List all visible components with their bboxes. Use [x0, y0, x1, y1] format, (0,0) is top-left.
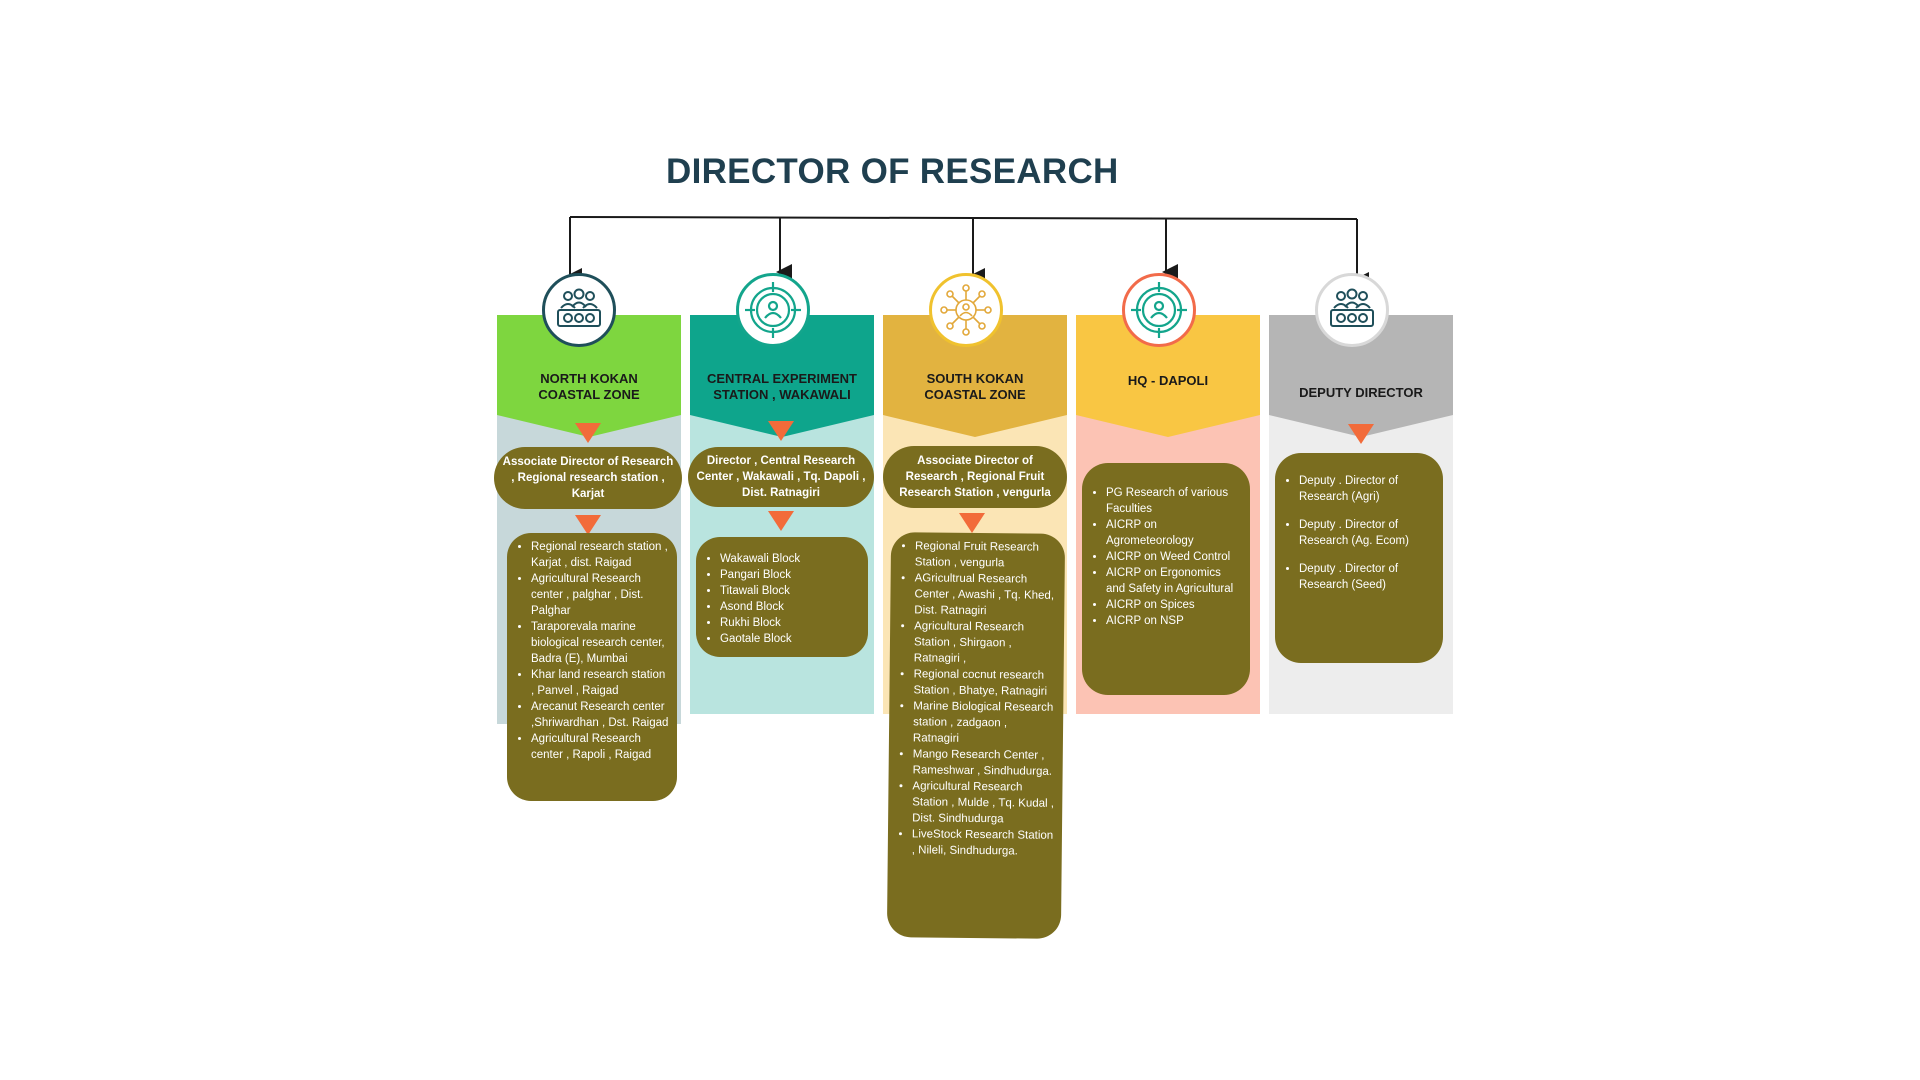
arrow-down-icon — [768, 421, 794, 441]
station-list: Regional Fruit Research Station , vengur… — [886, 532, 1066, 939]
block-list: Wakawali BlockPangari BlockTitawali Bloc… — [696, 537, 868, 657]
head-office-pill: Associate Director of Research , Regiona… — [494, 447, 682, 509]
target-user-icon — [1122, 273, 1196, 347]
list-item: AICRP on Spices — [1106, 597, 1242, 613]
team-icon — [542, 273, 616, 347]
list-item: Agricultural Research center , palghar ,… — [531, 571, 669, 619]
list-item: Deputy . Director of Research (Agri) — [1299, 473, 1435, 505]
arrow-down-icon — [575, 515, 601, 535]
list-item: Marine Biological Research station , zad… — [913, 698, 1055, 747]
head-office-pill: Associate Director of Research , Regiona… — [883, 446, 1067, 508]
column-label: HQ - DAPOLI — [1127, 373, 1209, 388]
list-item: Arecanut Research center ,Shriwardhan , … — [531, 699, 669, 731]
station-list-items: Regional research station , Karjat , dis… — [515, 539, 669, 763]
list-item: Regional Fruit Research Station , vengur… — [915, 538, 1057, 571]
column-label: SOUTH KOKAN COASTAL ZONE — [924, 371, 1026, 402]
station-list: Regional research station , Karjat , dis… — [507, 533, 677, 801]
arrow-down-icon — [768, 511, 794, 531]
list-item: Asond Block — [720, 599, 860, 615]
network-user-icon — [929, 273, 1003, 347]
list-item: Agricultural Research Station , Shirgaon… — [914, 618, 1056, 667]
list-item: AGricultrual Research Center , Awashi , … — [914, 570, 1056, 619]
list-item: Mango Research Center , Rameshwar , Sind… — [913, 746, 1055, 779]
list-item: Agricultural Research center , Rapoli , … — [531, 731, 669, 763]
team-icon — [1315, 273, 1389, 347]
target-user-icon — [736, 273, 810, 347]
list-item: Rukhi Block — [720, 615, 860, 631]
list-item: AICRP on Agrometeorology — [1106, 517, 1242, 549]
page-title: DIRECTOR OF RESEARCH — [666, 152, 1119, 191]
list-item: Khar land research station , Panvel , Ra… — [531, 667, 669, 699]
program-list: PG Research of various FacultiesAICRP on… — [1082, 463, 1250, 695]
column-label: NORTH KOKAN COASTAL ZONE — [538, 371, 640, 402]
list-item: Regional research station , Karjat , dis… — [531, 539, 669, 571]
deputy-list-items: Deputy . Director of Research (Agri) Depu… — [1283, 473, 1435, 593]
connector-horizontal — [569, 216, 1358, 220]
program-list-items: PG Research of various FacultiesAICRP on… — [1090, 485, 1242, 629]
list-item: PG Research of various Faculties — [1106, 485, 1242, 517]
arrow-down-icon — [959, 513, 985, 533]
list-item: Gaotale Block — [720, 631, 860, 647]
column-label: DEPUTY DIRECTOR — [1299, 385, 1423, 400]
list-item: AICRP on Weed Control — [1106, 549, 1242, 565]
head-office-pill: Director , Central Research Center , Wak… — [688, 447, 874, 507]
list-item: Wakawali Block — [720, 551, 860, 567]
list-item: Titawali Block — [720, 583, 860, 599]
list-item: AICRP on NSP — [1106, 613, 1242, 629]
list-item: Regional cocnut research Station , Bhaty… — [913, 666, 1055, 699]
arrow-down-icon — [575, 423, 601, 443]
column-label: CENTRAL EXPERIMENT STATION , WAKAWALI — [707, 371, 857, 402]
block-list-items: Wakawali BlockPangari BlockTitawali Bloc… — [704, 551, 860, 647]
list-item: LiveStock Research Station , Nileli, Sin… — [912, 826, 1054, 859]
list-item: Deputy . Director of Research (Ag. Ecom) — [1299, 517, 1435, 549]
deputy-list: Deputy . Director of Research (Agri) Depu… — [1275, 453, 1443, 663]
list-item: AICRP on Ergonomics and Safety in Agricu… — [1106, 565, 1242, 597]
list-item: Deputy . Director of Research (Seed) — [1299, 561, 1435, 593]
list-item: Taraporevala marine biological research … — [531, 619, 669, 667]
station-list-items: Regional Fruit Research Station , vengur… — [896, 538, 1057, 860]
list-item: Agricultural Research Station , Mulde , … — [912, 778, 1054, 827]
arrow-down-icon — [1348, 424, 1374, 444]
list-item: Pangari Block — [720, 567, 860, 583]
